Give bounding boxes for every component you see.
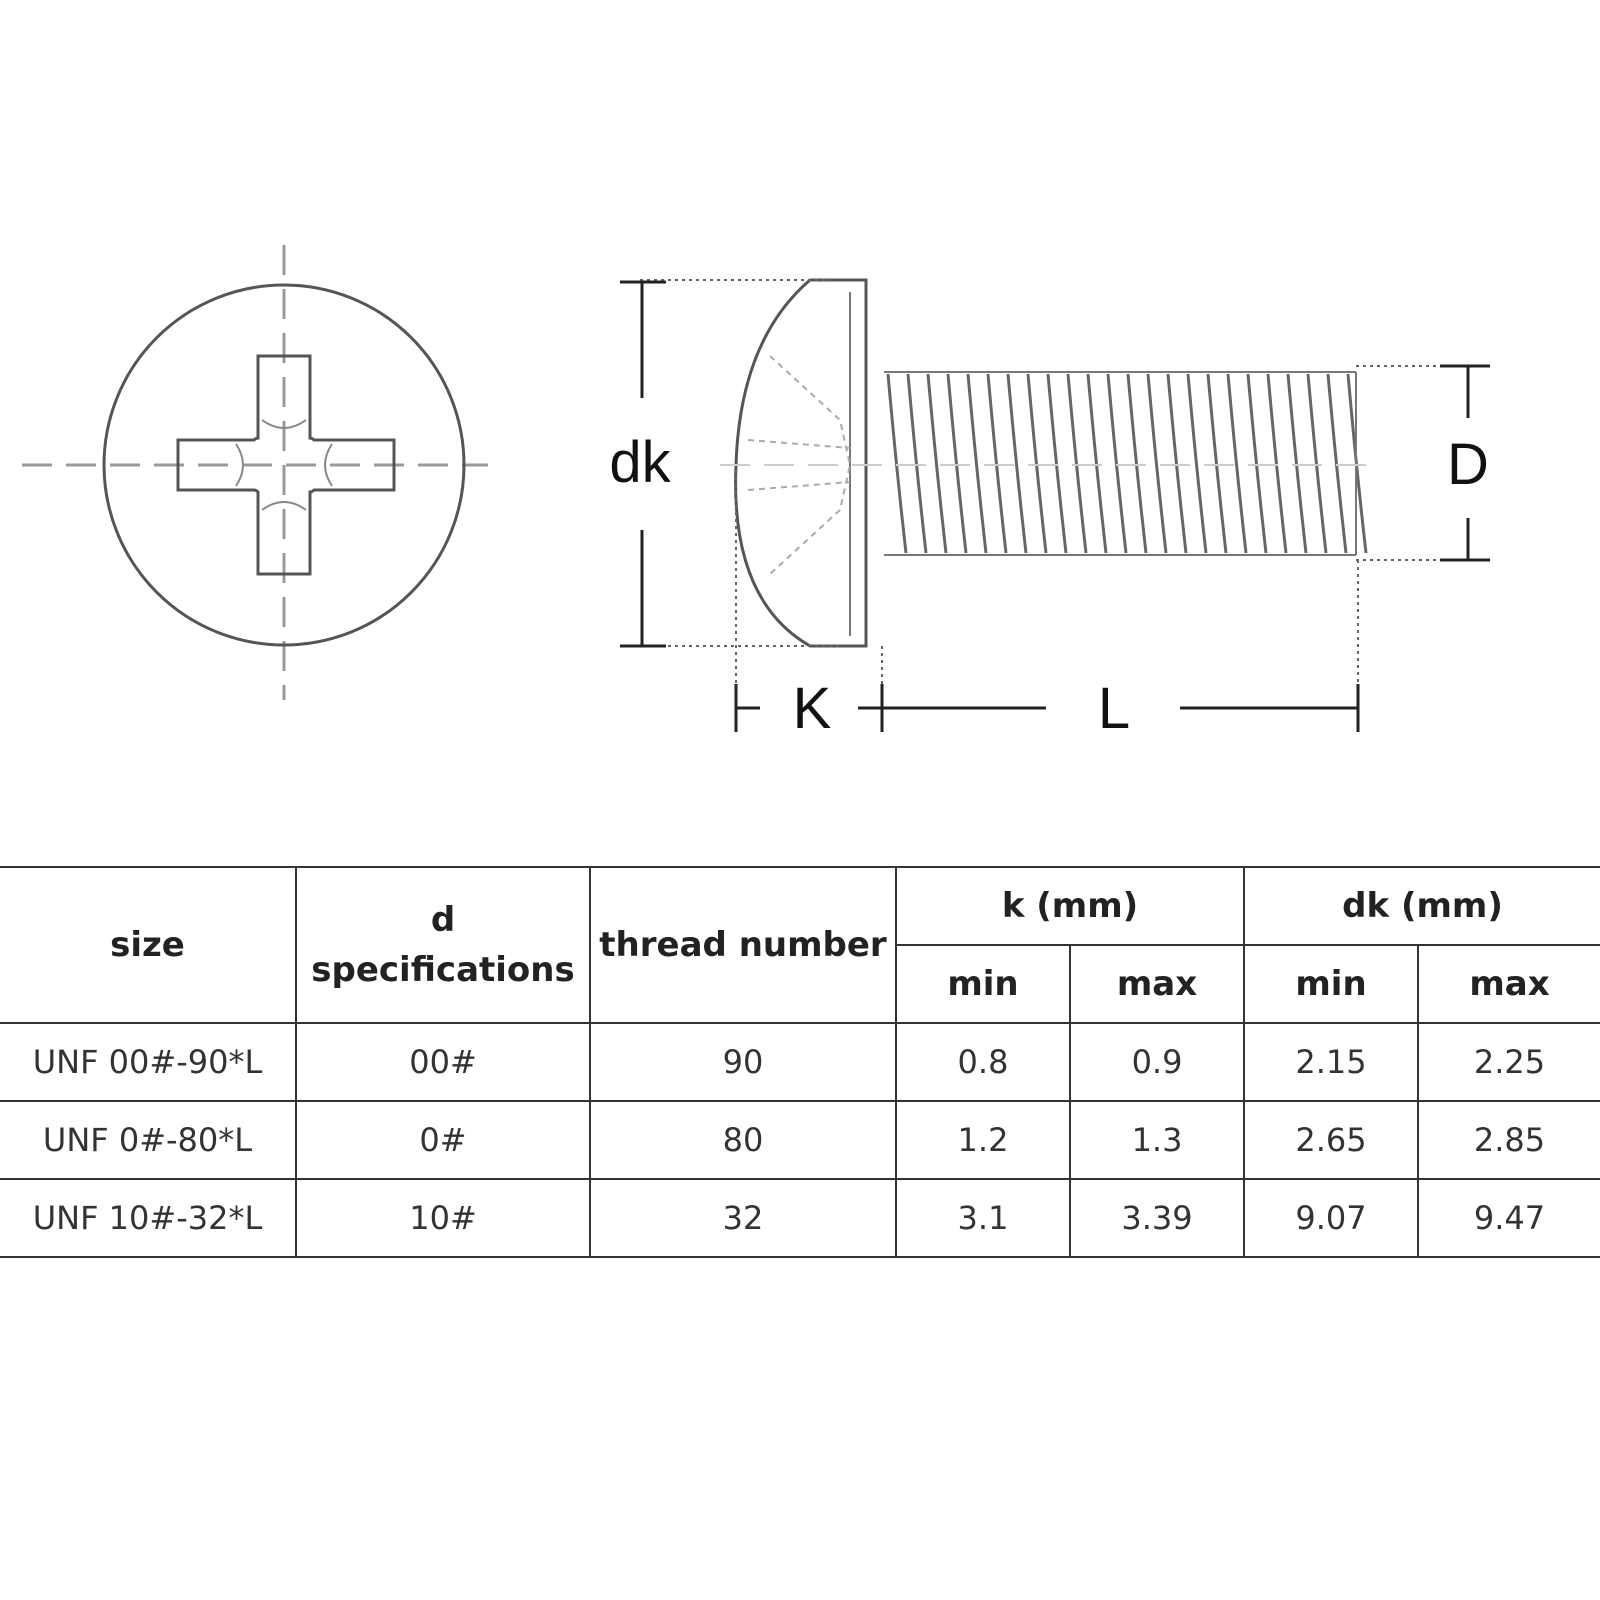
- thread-line: [966, 373, 988, 554]
- d-dimension: [1440, 364, 1490, 562]
- thread-line: [906, 373, 928, 554]
- cell-d: 10#: [295, 1178, 591, 1258]
- cell-k-max: 3.39: [1068, 1178, 1246, 1258]
- thread-line: [1206, 373, 1228, 554]
- screw-diagram: dk D K L: [22, 245, 1490, 741]
- cell-thread: 90: [589, 1022, 897, 1102]
- phillips-head-top-view-icon: [22, 245, 488, 700]
- thread-line: [1086, 373, 1108, 554]
- thread-line: [886, 373, 908, 554]
- thread-line: [1186, 373, 1208, 554]
- cell-k-max: 0.9: [1068, 1022, 1246, 1102]
- header-k-max: max: [1068, 944, 1246, 1024]
- thread-line: [986, 373, 1008, 554]
- header-k: k (mm): [894, 866, 1246, 946]
- k-label: K: [793, 676, 832, 741]
- cell-k-min: 1.2: [895, 1100, 1071, 1180]
- cell-dk-max: 2.25: [1417, 1022, 1600, 1102]
- thread-line: [1066, 373, 1088, 554]
- cell-thread: 80: [589, 1100, 897, 1180]
- cell-dk-max: 2.85: [1417, 1100, 1600, 1180]
- cell-thread: 32: [589, 1178, 897, 1258]
- cell-dk-max: 9.47: [1417, 1178, 1600, 1258]
- table-subheader-row: min max min max: [0, 944, 1600, 1024]
- table-header-row: size d specifications thread number k (m…: [0, 866, 1600, 1024]
- thread-line: [1166, 373, 1188, 554]
- header-dk-max: max: [1417, 944, 1600, 1024]
- table-row: UNF 00#-90*L 00# 90 0.8 0.9 2.15 2.25: [0, 1022, 1600, 1102]
- cell-size: UNF 10#-32*L: [0, 1178, 297, 1258]
- header-size: size: [0, 866, 297, 1024]
- thread-line: [1106, 373, 1128, 554]
- l-label: L: [1098, 676, 1130, 741]
- cell-k-min: 0.8: [895, 1022, 1071, 1102]
- thread-line: [1006, 373, 1028, 554]
- header-dk-min: min: [1243, 944, 1420, 1024]
- thread-line: [1026, 373, 1048, 554]
- thread-line: [1146, 373, 1168, 554]
- spec-table: size d specifications thread number k (m…: [0, 866, 1600, 1258]
- table-row: UNF 10#-32*L 10# 32 3.1 3.39 9.07 9.47: [0, 1178, 1600, 1258]
- dk-label: dk: [609, 430, 671, 495]
- header-dk: dk (mm): [1243, 866, 1600, 946]
- cell-dk-min: 9.07: [1243, 1178, 1420, 1258]
- header-d: d specifications: [295, 866, 591, 1024]
- thread-line: [1246, 373, 1268, 554]
- thread-line: [946, 373, 968, 554]
- thread-line: [1126, 373, 1148, 554]
- cell-size: UNF 00#-90*L: [0, 1022, 297, 1102]
- cell-d: 0#: [295, 1100, 591, 1180]
- thread-line: [1046, 373, 1068, 554]
- cell-dk-min: 2.65: [1243, 1100, 1420, 1180]
- thread-line: [926, 373, 948, 554]
- thread-line: [1306, 373, 1328, 554]
- d-label: D: [1447, 432, 1489, 497]
- dk-dimension: [620, 280, 666, 648]
- thread-line: [1266, 373, 1288, 554]
- cell-d: 00#: [295, 1022, 591, 1102]
- thread-icon: [886, 373, 1368, 554]
- cell-k-min: 3.1: [895, 1178, 1071, 1258]
- table-row: UNF 0#-80*L 0# 80 1.2 1.3 2.65 2.85: [0, 1100, 1600, 1180]
- thread-line: [1326, 373, 1348, 554]
- thread-line: [1286, 373, 1308, 554]
- header-d-line2: specifications: [311, 950, 575, 990]
- cell-size: UNF 0#-80*L: [0, 1100, 297, 1180]
- cell-k-max: 1.3: [1068, 1100, 1246, 1180]
- header-thread: thread number: [589, 866, 897, 1024]
- k-dimension: [734, 684, 882, 732]
- header-d-line1: d: [430, 900, 456, 940]
- header-k-min: min: [896, 944, 1071, 1024]
- thread-line: [1226, 373, 1248, 554]
- cell-dk-min: 2.15: [1243, 1022, 1420, 1102]
- pan-head-screw-side-view-icon: [720, 278, 1380, 648]
- l-dimension: [880, 684, 1360, 732]
